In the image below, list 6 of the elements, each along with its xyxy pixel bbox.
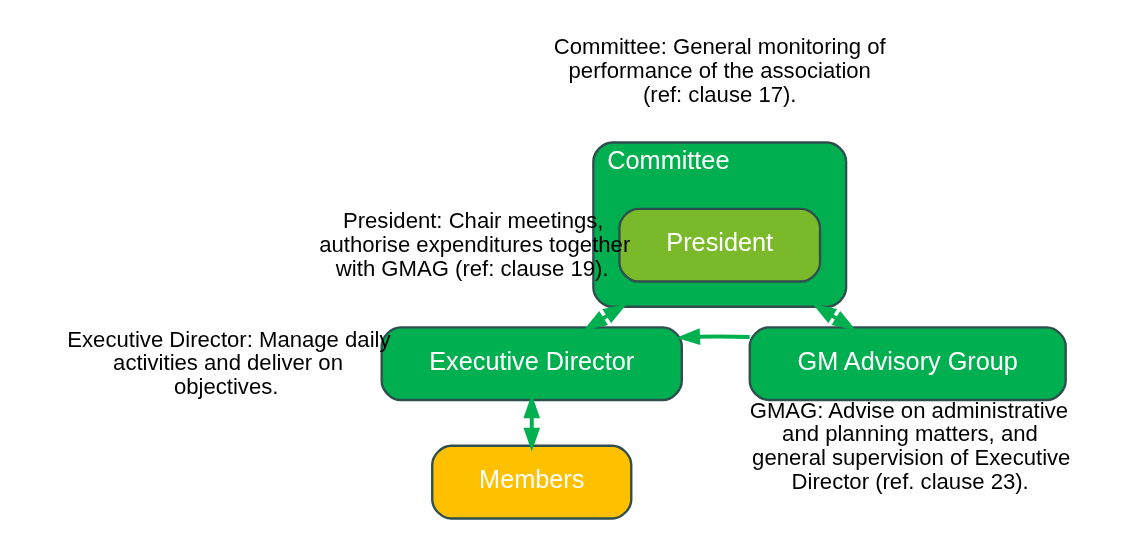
- node-box: Members: [431, 444, 633, 520]
- node-label: Committee: General monitoring of performance of the association (ref: clause 17).: [553, 34, 886, 107]
- node-box: GM Advisory Group: [748, 326, 1067, 402]
- arrow: [583, 303, 627, 331]
- arrow: [676, 328, 750, 345]
- arrow: [812, 303, 857, 331]
